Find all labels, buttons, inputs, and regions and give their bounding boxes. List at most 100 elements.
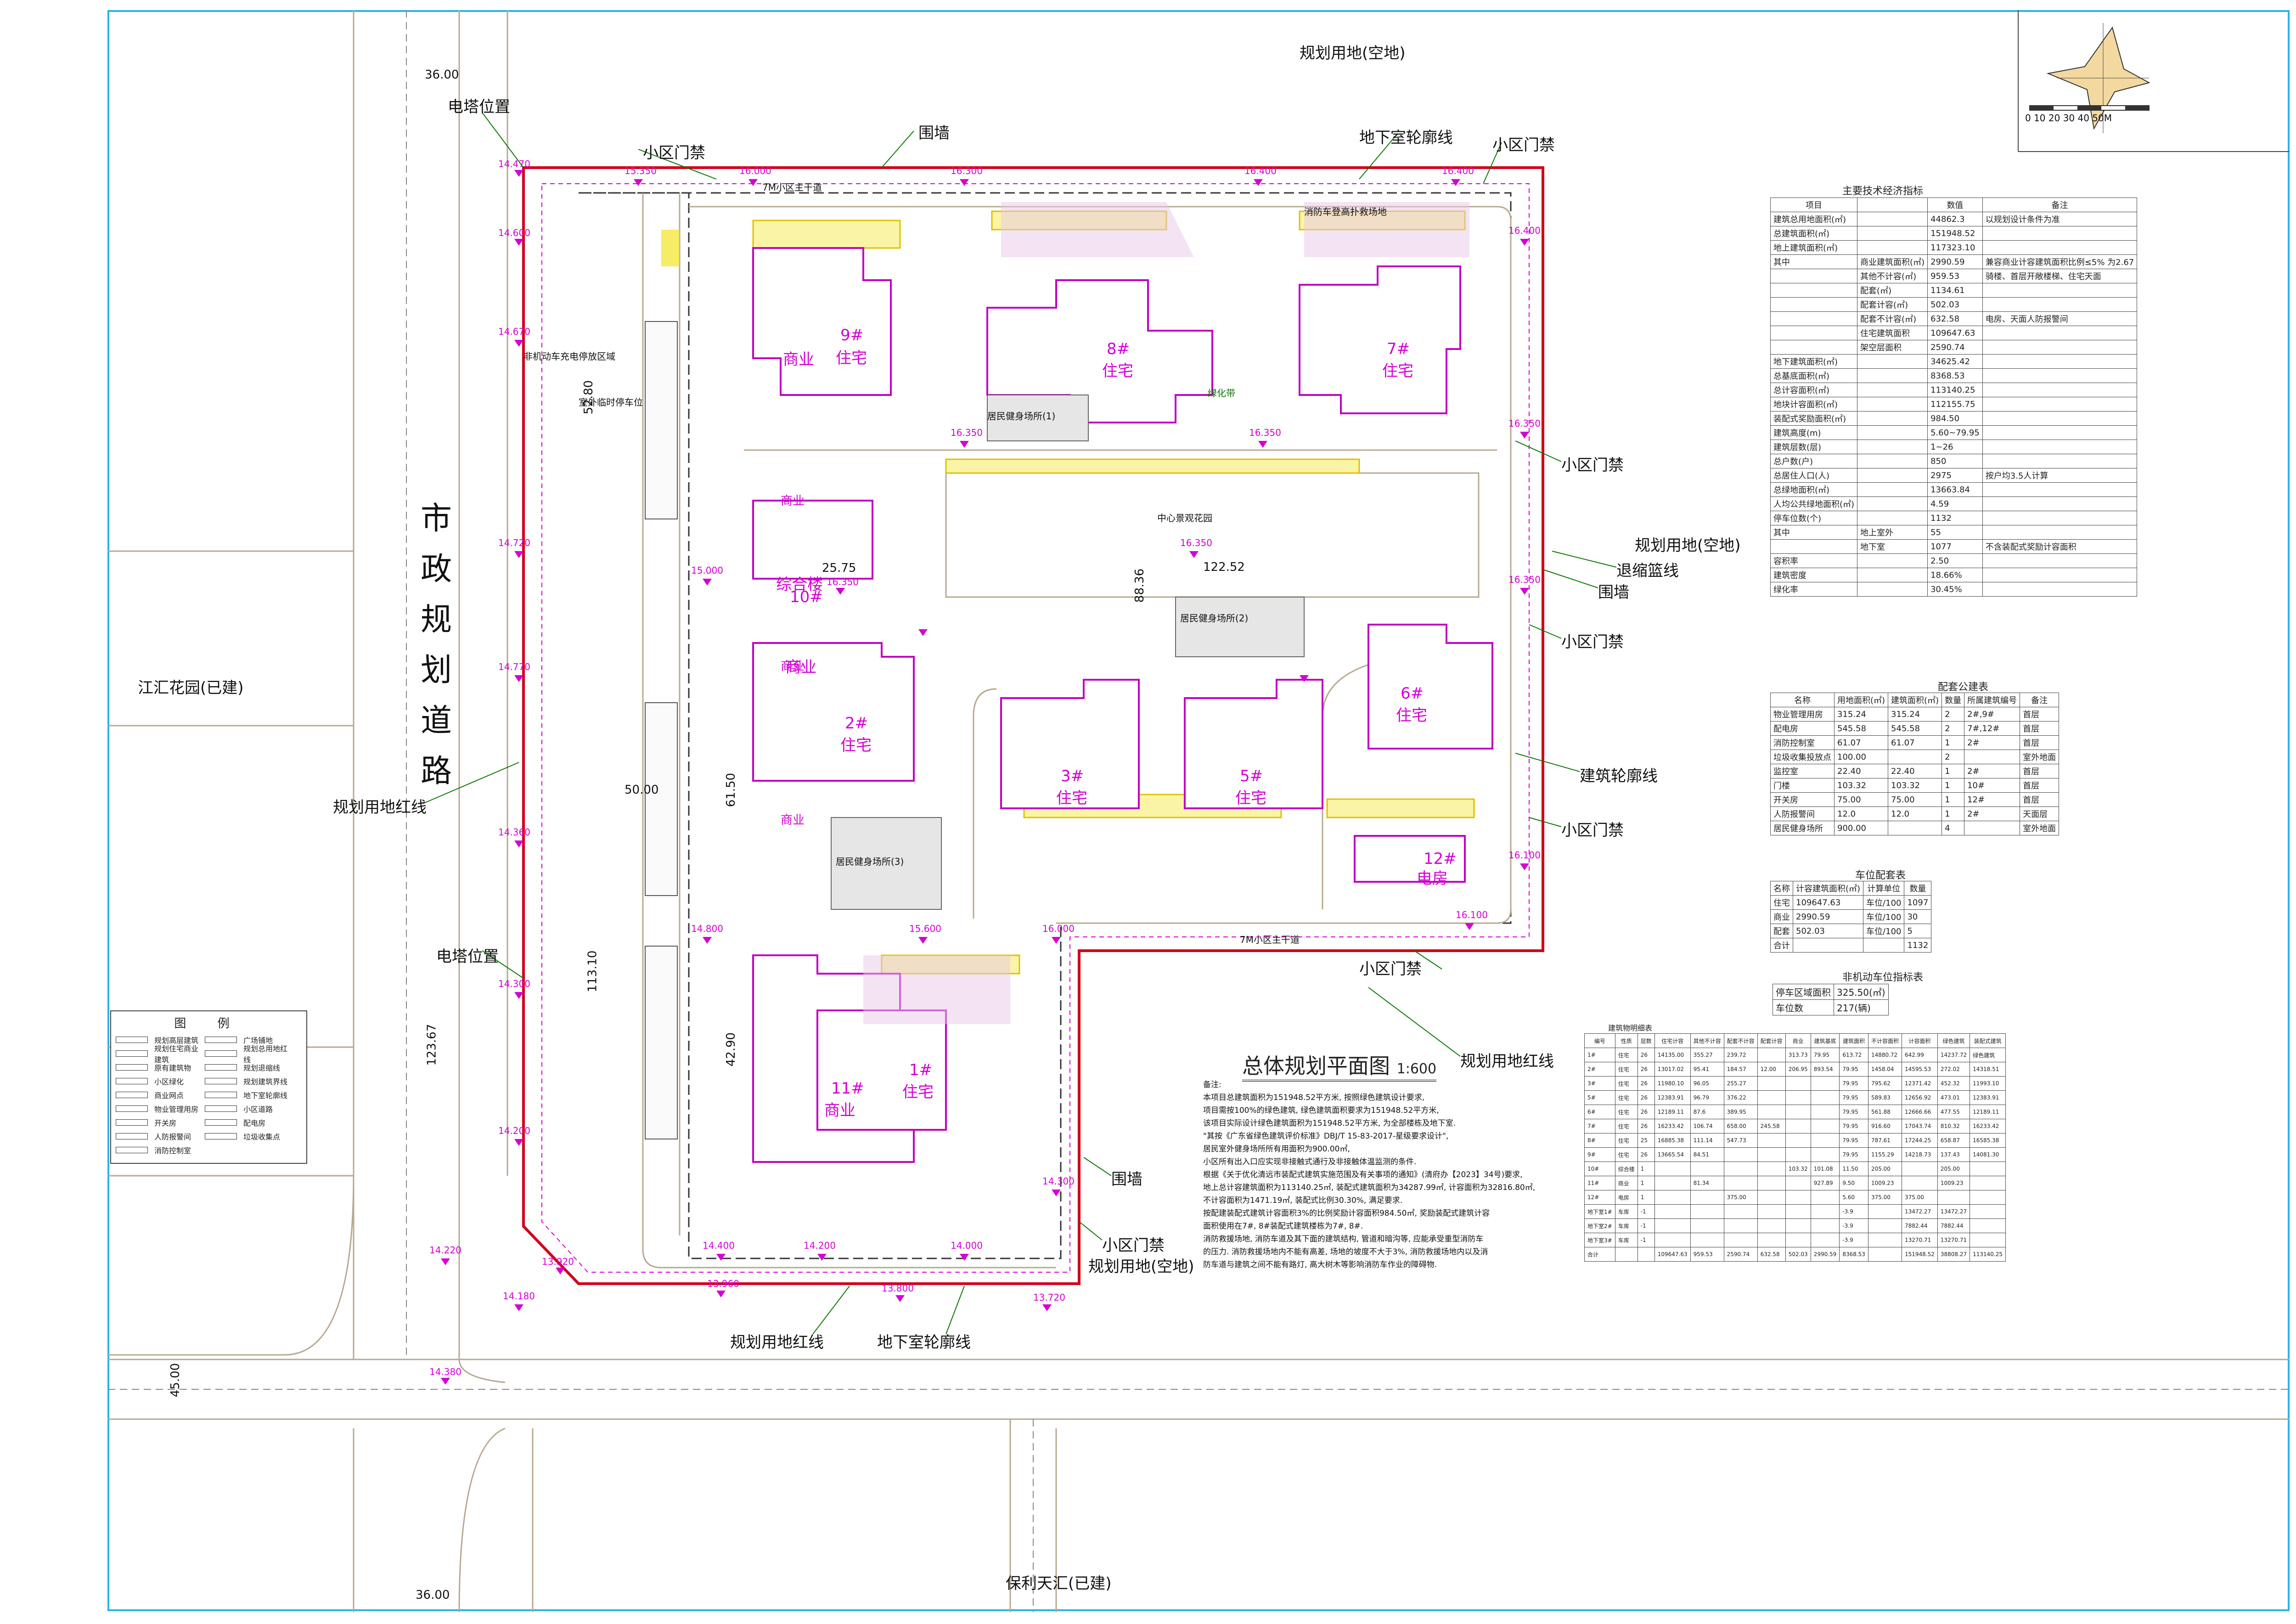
table-cell: 14595.53 (1901, 1062, 1938, 1077)
table-cell: 地块计容面积(㎡) (1770, 397, 1858, 412)
table-cell: 12666.66 (1901, 1105, 1938, 1119)
table-cell: 地下室2# (1584, 1218, 1615, 1233)
table-cell: 103.32 (1888, 778, 1942, 793)
callout-gate-south-mid: 小区门禁 (1359, 960, 1422, 978)
table-row: 总基底面积(㎡)8368.53 (1770, 368, 2138, 383)
table-cell: 113140.25 (1970, 1247, 2006, 1262)
table-cell: 住宅 (1615, 1147, 1638, 1162)
table-cell (1770, 340, 1858, 355)
legend-row: 小区绿化规划建筑界线 (111, 1074, 306, 1088)
elev-2: 15.350 (625, 165, 657, 176)
table-cell: 其中 (1770, 525, 1858, 540)
bike-table-title: 非机动车位指标表 (1842, 972, 1923, 983)
table-cell (1757, 1090, 1786, 1105)
legend-swatch (116, 1050, 148, 1057)
table-cell: 13665.54 (1654, 1147, 1691, 1162)
west-road (108, 10, 2289, 1613)
table-cell (1654, 1162, 1691, 1176)
table-cell: 96.05 (1690, 1076, 1724, 1091)
table-cell: 26 (1637, 1062, 1655, 1077)
notes-line: 按配建装配式建筑计容面积3%的比例奖励计容面积984.50㎡, 奖励装配式建筑计… (1203, 1209, 1490, 1218)
table-cell: 消防控制室 (1770, 735, 1835, 750)
table-cell (1857, 397, 1928, 412)
shop3-label: 商业 (781, 494, 805, 508)
table-cell: 75.00 (1834, 792, 1889, 807)
table-cell (1810, 1090, 1840, 1105)
table-row: 总建筑面积(㎡)151948.52 (1770, 226, 2138, 241)
table-cell (1654, 1218, 1691, 1233)
table-cell: 255.27 (1723, 1076, 1758, 1091)
table-header-cell (1857, 197, 1928, 212)
scale-bar (2029, 105, 2150, 111)
legend-label: 人防报警间 (154, 1133, 191, 1141)
table-cell: 2#,9# (1964, 707, 2020, 722)
table-cell: 1009.23 (1868, 1176, 1902, 1190)
legend-label: 垃圾收集点 (243, 1133, 281, 1141)
setback-line (541, 183, 1530, 1273)
table-cell: 25 (1637, 1133, 1655, 1148)
table-cell: 2590.74 (1927, 340, 1983, 355)
table-cell: 103.32 (1785, 1162, 1811, 1176)
table-cell: 545.58 (1888, 721, 1942, 736)
table-cell: 住宅建筑面积 (1857, 326, 1928, 340)
legend-swatch (116, 1078, 148, 1084)
table-cell: 55 (1927, 525, 1983, 540)
table-header-cell: 建筑基底 (1810, 1033, 1840, 1048)
table-cell: 商业 (1615, 1176, 1638, 1190)
elev-4: 16.300 (951, 165, 983, 176)
table-cell: 车库 (1615, 1218, 1638, 1233)
table-cell: 613.72 (1839, 1048, 1868, 1062)
table-cell (1982, 511, 2138, 525)
table-cell: 658.00 (1723, 1119, 1758, 1133)
table-cell: 22.40 (1834, 764, 1889, 778)
table-header-cell: 住宅计容 (1654, 1033, 1691, 1048)
elev-13: 14.720 (498, 537, 530, 548)
table-cell (1857, 440, 1928, 454)
road-char-5: 道 (420, 703, 452, 739)
callout-tower-west: 电塔位置 (436, 947, 499, 966)
table-cell: 9.50 (1839, 1176, 1868, 1190)
table-cell: 总基底面积(㎡) (1770, 368, 1858, 383)
table-cell (1857, 383, 1928, 397)
table-cell (1690, 1233, 1724, 1247)
building-7-num: 7# (1387, 340, 1410, 358)
dim-50: 50.00 (625, 783, 659, 797)
table-cell (1785, 1190, 1811, 1205)
elev-1: 14.470 (498, 158, 530, 169)
table-cell (1785, 1076, 1811, 1091)
callout-gate-south: 小区门禁 (1102, 1236, 1165, 1255)
building-12-use: 电房 (1417, 869, 1448, 888)
table-cell: 1# (1584, 1048, 1615, 1062)
table-cell: 2# (1964, 806, 2020, 821)
notes-line: 小区所有出入口应实现非接触式通行及非接触体温监测的条件. (1203, 1157, 1417, 1167)
table-cell: 1 (1941, 806, 1965, 821)
notes-line: 面积使用在7#, 8#装配式建筑楼栋为7#, 8#. (1203, 1222, 1363, 1231)
table-cell: 315.24 (1834, 707, 1889, 722)
table-cell: 17043.74 (1901, 1119, 1938, 1133)
table-cell: 绿化率 (1770, 582, 1858, 597)
table-cell: 1 (1941, 764, 1965, 778)
table-cell (1982, 440, 2138, 454)
table-cell: 315.24 (1888, 707, 1942, 722)
table-cell: 589.83 (1868, 1090, 1902, 1105)
legend-label: 规划总用地红线 (243, 1044, 288, 1064)
table-cell: 地下室 (1857, 539, 1928, 554)
building-table-wrap: 编号性质层数住宅计容其他不计容配套不计容配套计容商业建筑基底建筑面积不计容面积计… (1584, 1033, 2006, 1262)
table-cell (1810, 1204, 1840, 1219)
table-cell: 2# (1964, 764, 2020, 778)
table-cell: 9# (1584, 1147, 1615, 1162)
table-cell: 1009.23 (1937, 1176, 1970, 1190)
parking-table-title: 车位配套表 (1855, 870, 1906, 881)
dim-61: 61.50 (724, 773, 738, 807)
table-cell: 111.14 (1690, 1133, 1724, 1148)
table-cell: 首层 (2020, 778, 2060, 793)
callout-redline-south: 规划用地红线 (1460, 1052, 1554, 1071)
table-cell (1770, 539, 1858, 554)
